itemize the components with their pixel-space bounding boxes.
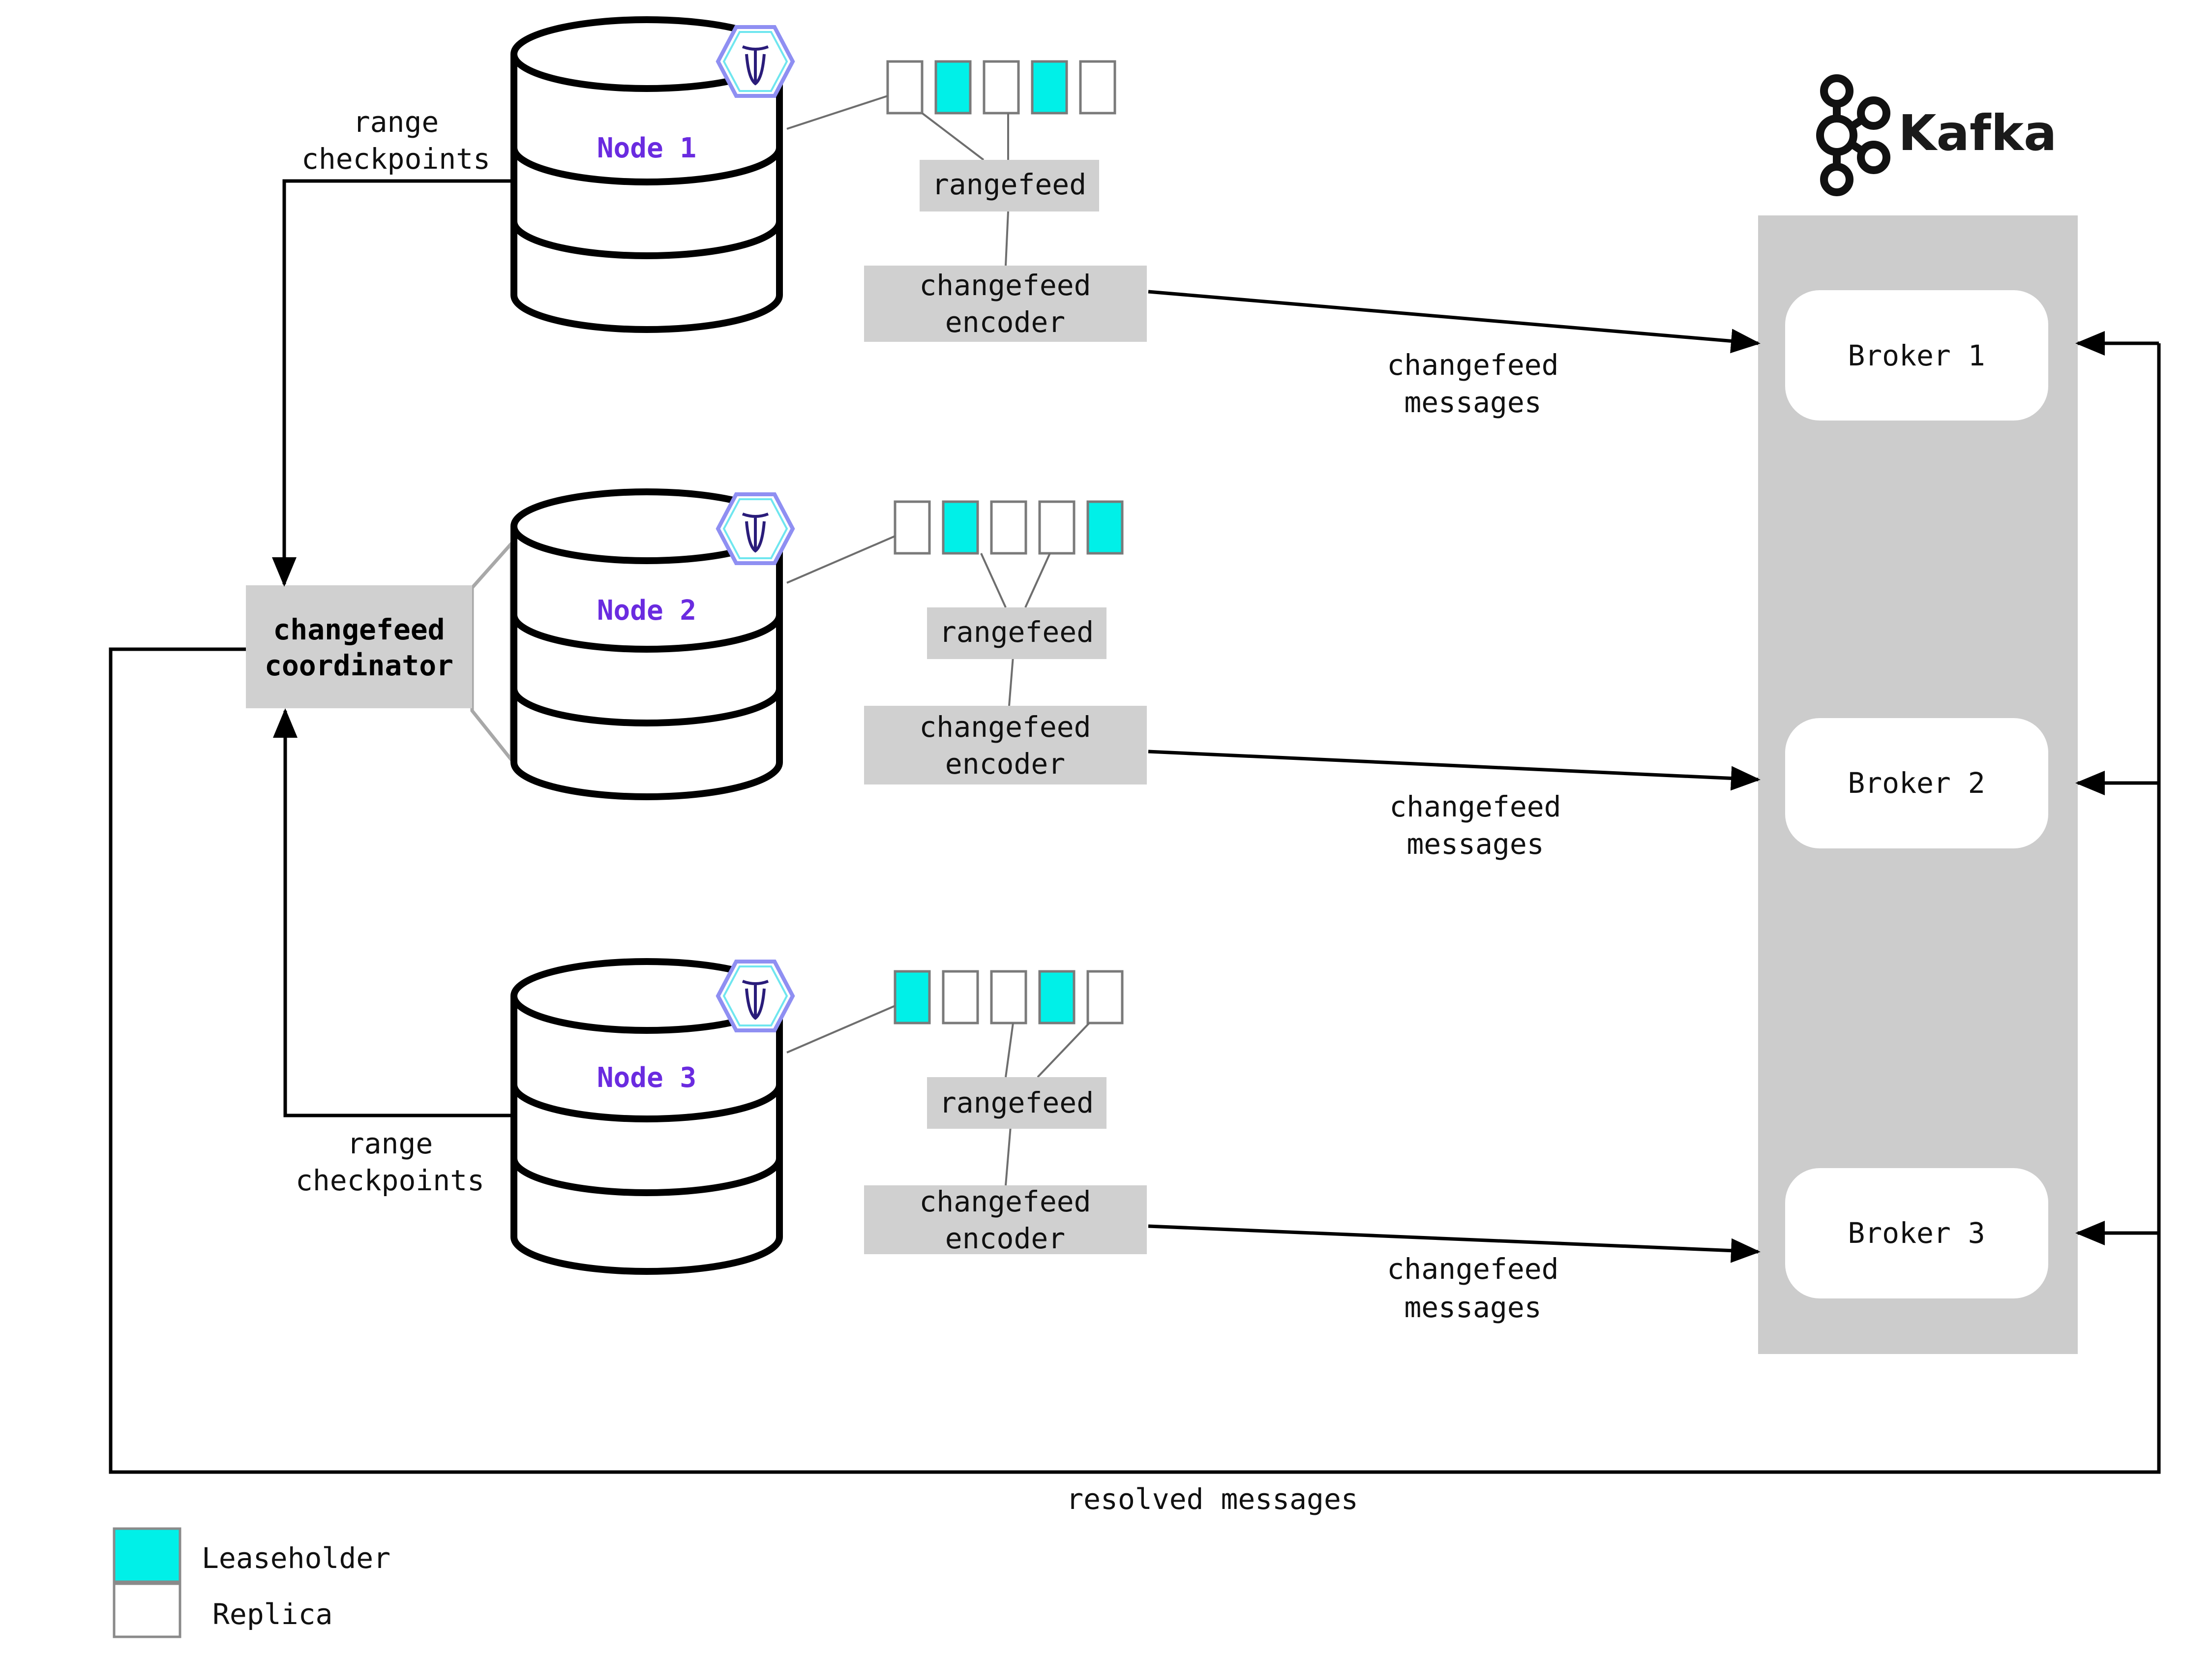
node-2-replica-3 [990,500,1027,555]
rangefeed-2: rangefeed [927,607,1106,659]
messages-1-line1: changefeed [1387,348,1558,382]
messages-3-line2: messages [1404,1291,1541,1324]
kafka-title: Kafka [1898,104,2057,162]
changefeed-coordinator: changefeed coordinator [246,585,472,708]
kafka-logo-icon [1816,74,1890,196]
broker-1-label: Broker 1 [1848,339,1985,372]
rangefeed-1-label: rangefeed [932,168,1086,201]
range-checkpoints-top-line2: checkpoints [301,142,490,176]
arrow-encoder2-to-kafka [1148,750,1761,791]
encoder-1-line1: changefeed [919,269,1091,302]
broker-2-label: Broker 2 [1848,766,1985,800]
connector-lines [786,95,1090,1186]
node-2-replica-1 [894,500,931,555]
encoder-2-line2: encoder [945,747,1065,781]
legend: Leaseholder Replica [113,1527,390,1638]
node-3-replica-5 [1086,970,1124,1024]
node-3-leaseholder-1 [894,970,931,1024]
range-checkpoint-arrows [272,179,511,1117]
changefeed-encoder-1: changefeed encoder [864,266,1147,342]
encoder-3-line1: changefeed [919,1185,1091,1218]
cockroach-node-2-icon [716,492,795,565]
node-1-replica-1 [886,60,924,115]
rangefeed-2-label: rangefeed [939,615,1094,649]
resolved-messages-label: resolved messages [1066,1482,1358,1516]
range-checkpoints-top-line1: range [353,105,439,139]
node-1-replica-3 [983,60,1020,115]
node-1-label: Node 1 [597,132,696,164]
rangefeed-3: rangefeed [927,1077,1106,1129]
messages-3-line1: changefeed [1387,1252,1558,1286]
cockroach-node-1-icon [716,25,795,98]
node-1-leaseholder-4 [1031,60,1068,115]
rangefeed-3-label: rangefeed [939,1086,1094,1119]
replica-layer [886,60,1124,1024]
changefeed-encoder-2: changefeed encoder [864,706,1147,784]
node-3-replica-3 [990,970,1027,1024]
messages-1-line2: messages [1404,386,1541,419]
node-3-replica-2 [942,970,979,1024]
node-2-leaseholder-2 [942,500,979,555]
coordinator-line2: coordinator [265,649,453,682]
range-checkpoints-bottom-line1: range [347,1127,433,1160]
encoder-1-line2: encoder [945,305,1065,339]
broker-2: Broker 2 [1785,718,2048,848]
node-1-replica-5 [1079,60,1116,115]
coordinator-line1: changefeed [273,613,445,646]
legend-leaseholder-swatch [113,1527,181,1583]
node-3-label: Node 3 [597,1062,696,1094]
coordinator-funnel [470,539,513,765]
legend-leaseholder-label: Leaseholder [202,1541,390,1575]
cockroach-node-3-icon [716,960,795,1032]
arrow-encoder3-to-kafka [1148,1224,1761,1263]
changefeed-message-arrows [1148,290,1761,1263]
broker-3: Broker 3 [1785,1168,2048,1298]
broker-1: Broker 1 [1785,290,2048,421]
node-1-leaseholder-2 [934,60,972,115]
resolved-messages-loop [109,331,2161,1474]
node-1-database [510,16,783,333]
legend-replica-swatch [113,1582,181,1638]
range-checkpoints-bottom-line2: checkpoints [296,1164,484,1197]
node-2-leaseholder-5 [1086,500,1124,555]
messages-2-line2: messages [1406,827,1544,861]
node-2-label: Node 2 [597,595,696,627]
rangefeed-1: rangefeed [920,160,1099,211]
node-2-database [510,488,783,800]
encoder-3-line2: encoder [945,1222,1065,1255]
node-2-replica-4 [1038,500,1076,555]
node-3-leaseholder-4 [1038,970,1076,1024]
arrow-encoder1-to-kafka [1148,290,1761,354]
legend-replica-label: Replica [212,1597,332,1631]
messages-2-line1: changefeed [1389,790,1561,823]
arrow-node1-to-coordinator [272,179,511,587]
arrow-node3-to-coordinator [273,708,511,1117]
changefeed-encoder-3: changefeed encoder [864,1185,1147,1255]
encoder-2-line1: changefeed [919,710,1091,744]
broker-3-label: Broker 3 [1848,1216,1985,1250]
